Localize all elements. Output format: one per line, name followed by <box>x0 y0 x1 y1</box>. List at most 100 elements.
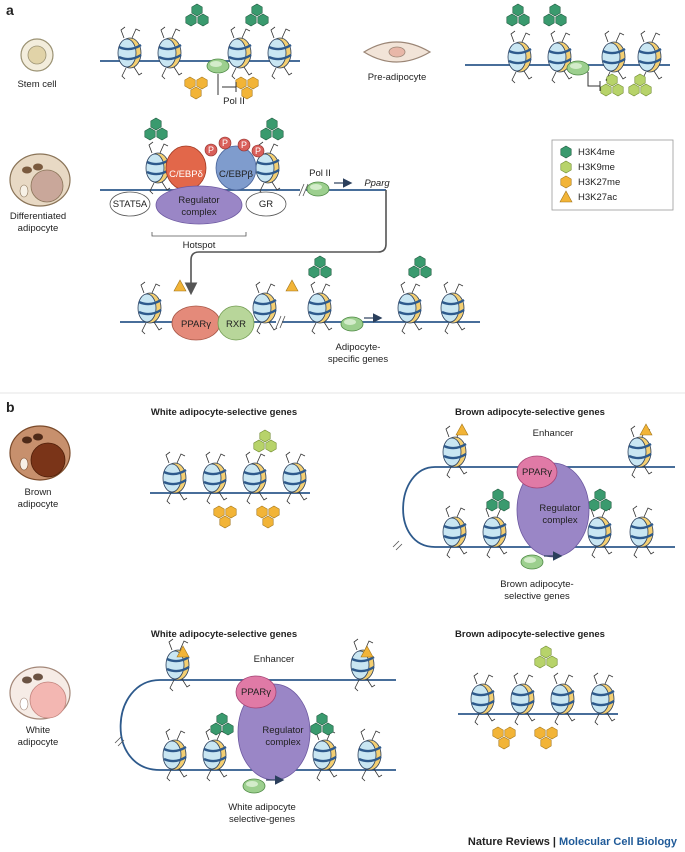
h3k27ac-mark <box>285 279 299 292</box>
h3k27me-mark <box>257 506 279 528</box>
pol-ii-icon <box>306 181 330 197</box>
adipo-genes-label-1: Adipocyte- <box>336 342 381 353</box>
h3k4me-mark <box>309 256 331 278</box>
phospho-icon <box>218 136 232 150</box>
ppar-label: PPARγ <box>181 319 211 330</box>
ppar-protein <box>516 455 558 489</box>
h3k27me-mark <box>214 506 236 528</box>
legend-label-h3k27ac: H3K27ac <box>578 192 617 203</box>
h3k4me-mark <box>589 489 611 511</box>
h3k9me-mark <box>254 430 276 452</box>
pol-ii-label: Pol II <box>309 168 331 179</box>
h3k4me-mark <box>145 118 167 140</box>
cebpb-label: C/EBPβ <box>219 169 254 180</box>
h3k4me-mark <box>487 489 509 511</box>
cebpd-protein <box>165 145 207 191</box>
preadipocyte-icon <box>362 41 432 63</box>
gr-label: GR <box>259 199 273 210</box>
h3k27me-mark <box>493 727 515 749</box>
cebpb-protein <box>215 145 257 191</box>
regulator-label-4: complex <box>265 737 301 748</box>
pol-ii-icon <box>566 60 590 76</box>
h3k9me-mark <box>535 646 557 668</box>
gr-protein <box>245 191 287 217</box>
legend-label-h3k9me: H3K9me <box>578 162 615 173</box>
pol-ii-icon <box>242 778 266 794</box>
panel-b-label: b <box>6 399 15 415</box>
rxr-label: RXR <box>226 319 246 330</box>
regulator-complex <box>155 185 243 225</box>
h3k4me-icon <box>560 145 572 159</box>
regulator-label-1: Regulator <box>539 503 580 514</box>
stat5a-protein <box>109 191 151 217</box>
h3k27ac-mark <box>455 423 469 436</box>
differentiated-adipocyte-icon <box>9 153 71 207</box>
stem-chromatin <box>100 4 300 99</box>
h3k4me-mark <box>544 4 566 26</box>
ppar-label: PPARγ <box>522 467 552 478</box>
phospho-label: P <box>208 145 214 155</box>
ppar-rxr-chromatin <box>120 256 480 341</box>
h3k4me-mark <box>246 4 268 26</box>
brown-selective-label-1: Brown adipocyte- <box>500 579 573 590</box>
white-selective-heading: White adipocyte-selective genes <box>151 407 297 418</box>
cebpd-label: C/EBPδ <box>169 169 203 180</box>
footer-journal: Molecular Cell Biology <box>559 836 677 848</box>
differentiated-label-1: Differentiated <box>10 211 66 222</box>
brown-label-1: Brown <box>25 487 52 498</box>
white-adipocyte-icon <box>9 666 71 720</box>
h3k4me-mark <box>186 4 208 26</box>
regulator-label-2: complex <box>542 515 578 526</box>
brown-selective-heading-2: Brown adipocyte-selective genes <box>455 629 605 640</box>
white-selective-label-1: White adipocyte <box>228 802 296 813</box>
phospho-icon <box>204 143 218 157</box>
h3k27ac-mark <box>173 279 187 292</box>
regulator-label-2: complex <box>181 207 217 218</box>
preadipocyte-chromatin <box>465 4 670 96</box>
h3k9me-mark <box>629 74 651 96</box>
h3k27me-mark <box>185 77 207 99</box>
adipo-genes-label-2: specific genes <box>328 354 388 365</box>
white-label-2: adipocyte <box>18 737 59 748</box>
white-label-1: White <box>26 725 50 736</box>
phospho-icon <box>251 144 265 158</box>
white-selective-heading-2: White adipocyte-selective genes <box>151 629 297 640</box>
footer-credit: Nature Reviews | Molecular Cell Biology <box>468 836 677 848</box>
brown-selective-heading: Brown adipocyte-selective genes <box>455 407 605 418</box>
preadipocyte-label: Pre-adipocyte <box>368 72 427 83</box>
h3k27me-icon <box>560 175 572 189</box>
legend-label-h3k4me: H3K4me <box>578 147 615 158</box>
pol-ii-icon <box>206 58 230 74</box>
brown-enhancer-loop <box>392 423 675 570</box>
pol-ii-label: Pol II <box>223 96 245 107</box>
enhancer-label: Enhancer <box>533 428 574 439</box>
footer-publisher: Nature Reviews <box>467 836 550 848</box>
differentiated-label-2: adipocyte <box>18 223 59 234</box>
phospho-label: P <box>241 140 247 150</box>
stat5a-label: STAT5A <box>113 199 148 210</box>
brown-label-2: adipocyte <box>18 499 59 510</box>
h3k4me-mark <box>261 118 283 140</box>
brown-selective-label-2: selective genes <box>504 591 570 602</box>
footer-separator: | <box>552 836 556 848</box>
stem-cell-label: Stem cell <box>17 79 56 90</box>
hotspot-chromatin <box>100 118 387 296</box>
h3k9me-icon <box>560 160 572 174</box>
pol-ii-icon <box>340 316 364 332</box>
pol-ii-icon <box>520 554 544 570</box>
repressed-white-genes <box>150 430 310 528</box>
pparg-gene-label: Pparg <box>364 178 390 189</box>
regulator-label-1: Regulator <box>178 195 219 206</box>
h3k4me-mark <box>409 256 431 278</box>
white-selective-label-2: selective-genes <box>229 814 295 825</box>
h3k9me-mark <box>601 74 623 96</box>
repressed-brown-genes <box>458 646 618 749</box>
enhancer-label-2: Enhancer <box>254 654 295 665</box>
ppar-protein <box>235 675 277 709</box>
phospho-label: P <box>255 146 261 156</box>
h3k4me-mark <box>507 4 529 26</box>
panel-a-label: a <box>6 2 14 18</box>
legend-label-h3k27me: H3K27me <box>578 177 620 188</box>
legend <box>551 139 674 211</box>
